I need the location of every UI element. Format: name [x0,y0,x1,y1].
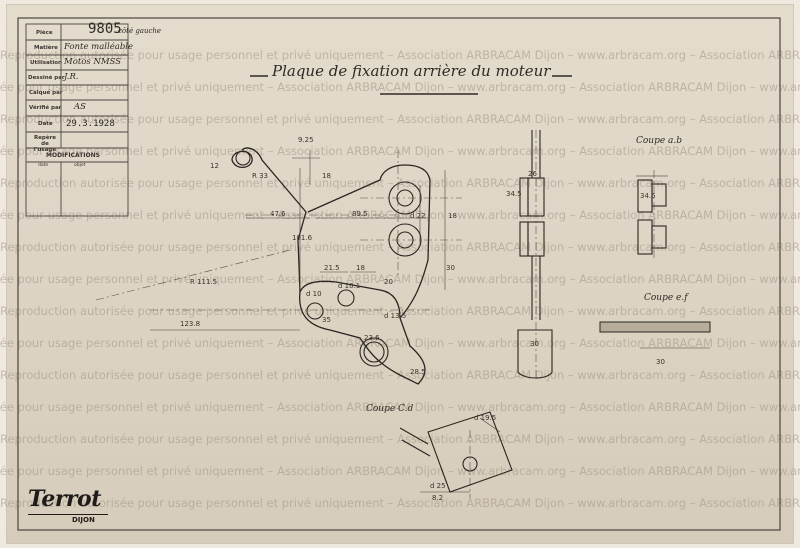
watermark-text: Reproduction autorisée pour usage person… [0,496,800,510]
dim-label: d 25 [430,482,446,490]
dim-label: 30 [446,264,455,272]
dim-label: 47.6 [270,210,286,218]
dim-label: R 33 [252,172,268,180]
dimension-labels: 12 R 33 9.25 18 47.6 89.5 101.6 R 111.5 … [180,136,665,502]
watermark-text: Reproduction autorisée pour usage person… [0,80,800,94]
mod-col-date: date [38,163,49,168]
tb-label-mark: Repère de l'usage [33,135,57,153]
dim-label: 34.5 [506,190,522,198]
dim-label: 123.8 [180,320,200,328]
sheet-border [17,17,781,531]
section-ab [636,175,668,255]
watermark-text: Reproduction autorisée pour usage person… [0,432,800,446]
tb-value-date: 29.3.1928 [66,119,115,129]
piece-label: Pièce [36,30,53,36]
watermark-text: Reproduction autorisée pour usage person… [0,272,800,286]
tb-label-traced: Calqué par [29,90,63,96]
title-block-grid [25,23,129,217]
watermark-text: Reproduction autorisée pour usage person… [0,240,800,254]
dim-label: d 19.5 [474,414,496,422]
dim-label: 101.6 [292,234,313,242]
tb-label-date: Date [38,121,53,127]
section-cd [399,411,513,493]
watermark-text: Reproduction autorisée pour usage person… [0,48,800,62]
dim-label: 18 [322,172,331,180]
mod-col-object: objet [74,163,86,168]
watermark-text: Reproduction autorisée pour usage person… [0,112,800,126]
watermark-text: Reproduction autorisée pour usage person… [0,208,800,222]
watermark-text: Reproduction autorisée pour usage person… [0,336,800,350]
dim-label: 18 [356,264,365,272]
tb-label-use: Utilisation [30,60,62,66]
dim-label: 30 [656,358,665,366]
dim-label: 30 [530,340,539,348]
dim-label: 8.2 [432,494,443,502]
brand-name: Terrot [28,486,101,512]
modifications-label: MODIFICATIONS [46,152,100,159]
dim-label: d 10 [306,290,322,298]
dim-label: 23.6 [364,334,380,342]
dim-label: d 13.5 [384,312,406,320]
dim-label: 20 [384,278,393,286]
dim-label: 21.5 [324,264,340,272]
piece-note: côté gauche [118,27,162,35]
tb-label-material: Matière [34,45,58,51]
section-ef [599,321,711,349]
tb-value-drawn: J.R. [64,72,79,82]
dim-label: 26 [528,170,537,178]
tb-label-checked: Vérifié par [29,105,62,111]
dim-label: d 10.1 [338,282,360,290]
tb-value-use: Motos NMSS [64,57,122,67]
dim-label: 12 [210,162,219,170]
tb-value-material: Fonte malléable [64,42,134,52]
piece-number: 9805 [88,21,122,37]
section-label-ef: Coupe e.f [644,293,688,303]
section-label-ab: Coupe a.b [636,136,683,146]
watermark-text: Reproduction autorisée pour usage person… [0,400,800,414]
dim-label: 89.5 [352,210,368,218]
side-view [517,130,553,379]
dim-label: 35 [322,316,331,324]
dim-label: R 111.5 [190,278,217,286]
dim-label: 18 [448,212,457,220]
dim-label: 28.5 [410,368,426,376]
brand-city: DIJON [72,516,95,524]
tb-label-drawn: Dessiné par [28,75,65,81]
dim-label: d 22 [410,212,426,220]
plate-outline [231,147,431,385]
watermark-text: Reproduction autorisée pour usage person… [0,464,800,478]
dim-label: 34.5 [640,192,656,200]
drawing-title: Plaque de fixation arrière du moteur [272,62,551,80]
section-label-cd: Coupe C.d [366,404,414,414]
tb-value-checked: AS [74,102,86,112]
brand-logo: Terrot DIJON [26,486,110,528]
dim-label: 9.25 [298,136,314,144]
watermark-text: Reproduction autorisée pour usage person… [0,144,800,158]
plate-holes [235,150,422,367]
